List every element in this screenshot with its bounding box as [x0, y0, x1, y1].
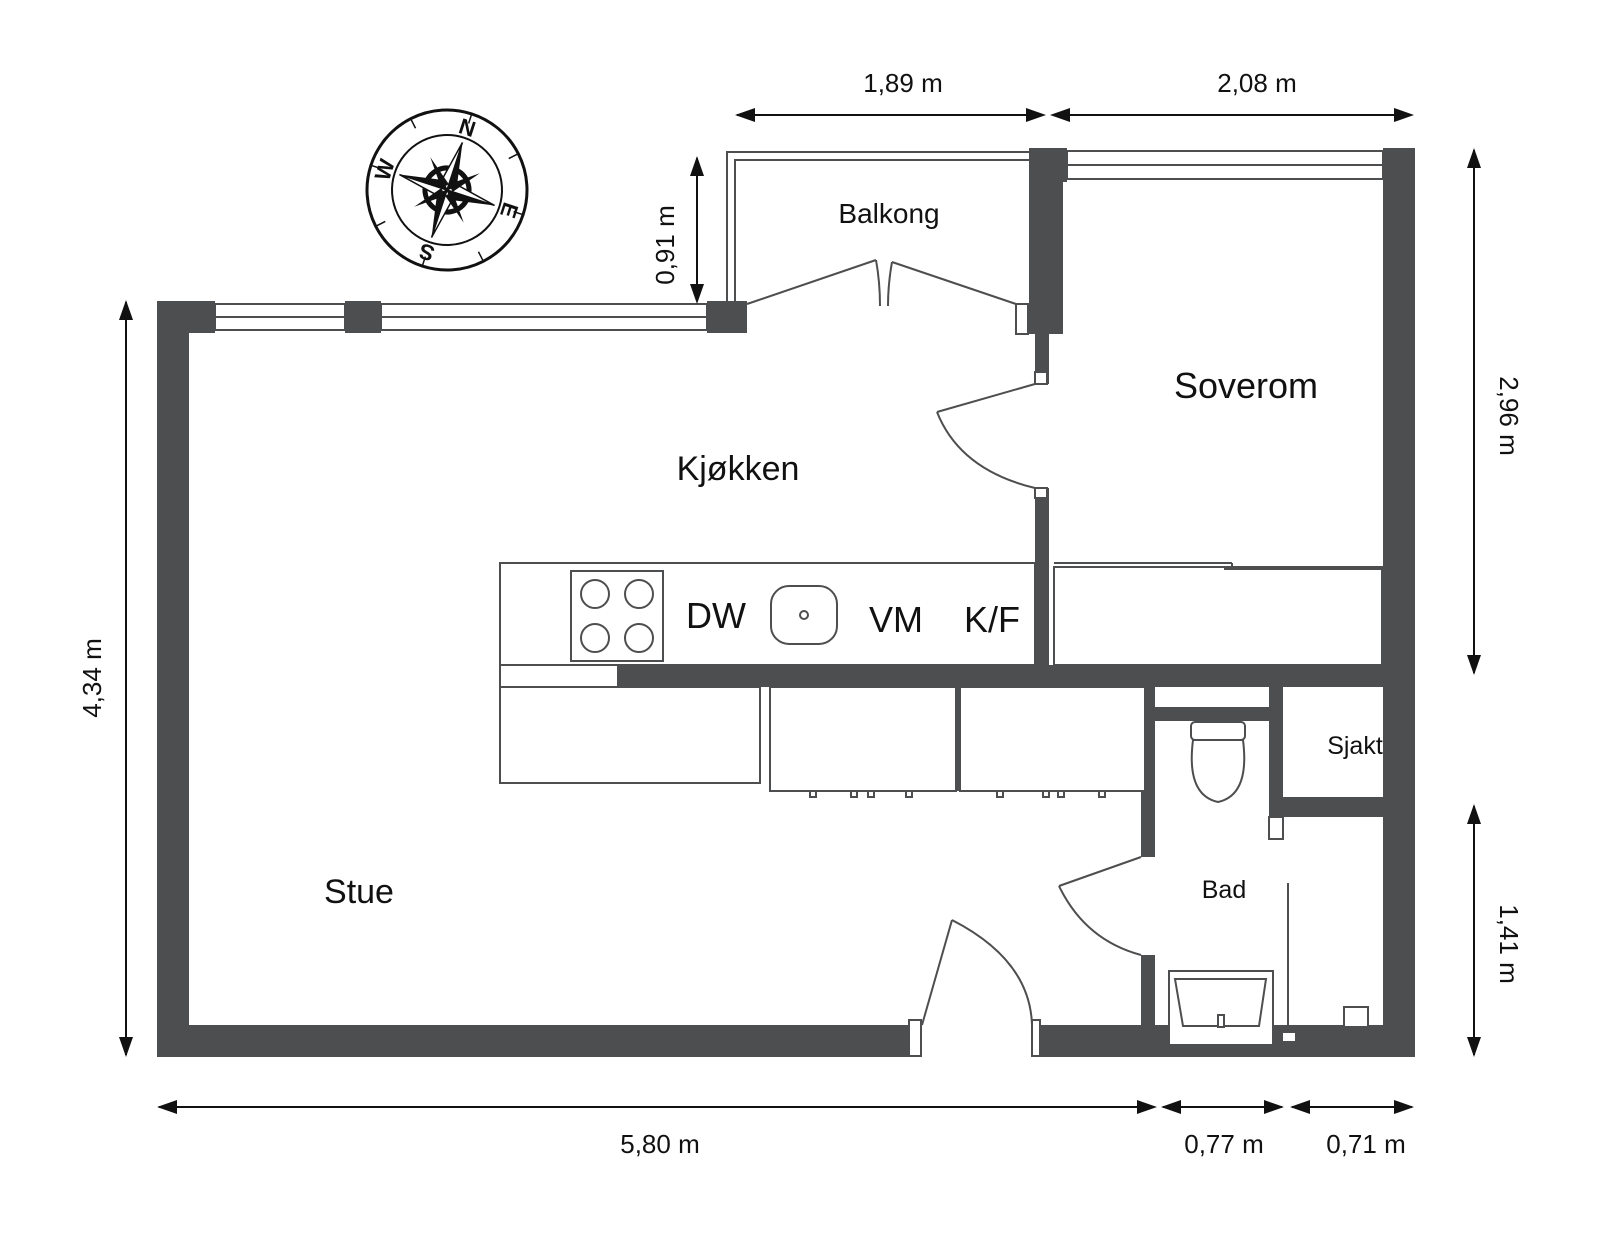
appliance-label-fridge-freezer: K/F	[964, 599, 1020, 640]
balcony-railing	[726, 151, 1029, 301]
dim-bedroom-depth: 2,96 m	[1494, 376, 1524, 456]
dim-overall-depth: 4,34 m	[77, 638, 107, 718]
compass-rose: N S E W	[365, 108, 529, 272]
dimension-lines	[119, 108, 1481, 1114]
dim-bedroom-width: 2,08 m	[1217, 68, 1297, 98]
doors	[746, 259, 1284, 1057]
room-label-balkong: Balkong	[838, 198, 939, 229]
dim-balcony-depth: 0,91 m	[650, 205, 680, 285]
appliance-label-dishwasher: DW	[686, 595, 746, 636]
washbasin	[1168, 970, 1274, 1046]
dim-bath-depth: 1,41 m	[1494, 904, 1524, 984]
interior-walls	[618, 334, 1415, 1025]
dim-bottom-main: 5,80 m	[620, 1129, 700, 1159]
room-label-bad: Bad	[1202, 876, 1246, 904]
living-cabinets	[499, 686, 1146, 798]
room-label-sjakt: Sjakt	[1327, 732, 1383, 760]
shower-screen	[1281, 883, 1297, 1043]
windows	[214, 150, 1384, 331]
room-label-kjokken: Kjøkken	[677, 450, 800, 488]
dim-bottom-bath: 0,77 m	[1184, 1129, 1264, 1159]
toilet	[1190, 721, 1246, 804]
dim-bottom-shaft: 0,71 m	[1326, 1129, 1406, 1159]
sink	[770, 585, 838, 645]
room-label-stue: Stue	[324, 873, 394, 911]
shower-drain	[1343, 1006, 1369, 1044]
bathroom-fixtures	[1168, 721, 1369, 1046]
kitchen-counter	[499, 562, 1036, 688]
wardrobe	[1053, 562, 1383, 666]
room-label-soverom: Soverom	[1174, 365, 1318, 406]
dim-balcony-width: 1,89 m	[863, 68, 943, 98]
compass-n-label: N	[456, 113, 479, 142]
exterior-walls	[157, 148, 1415, 1057]
stove	[570, 570, 664, 662]
appliance-label-washer: VM	[869, 599, 923, 640]
